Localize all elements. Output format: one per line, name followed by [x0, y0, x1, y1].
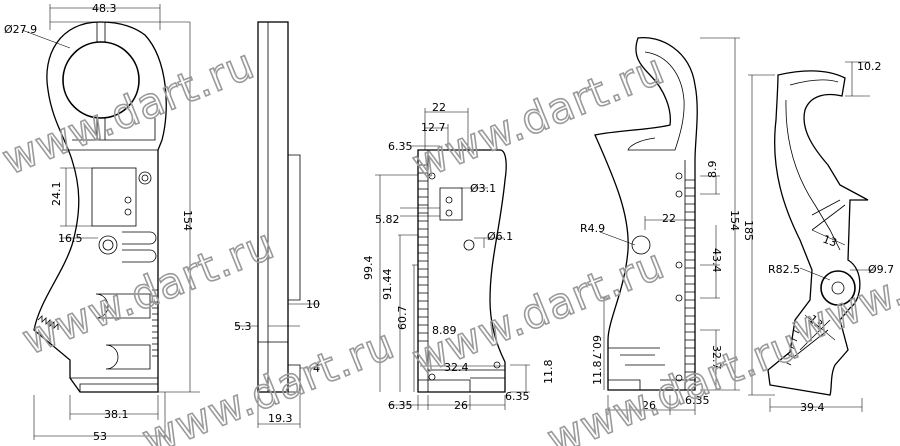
grip-hole-3 — [445, 209, 453, 217]
long-slot-2 — [122, 249, 157, 263]
view-grip-plate: 22 12.7 6.35 Ø3.1 5.82 Ø6.1 99.4 91.44 6… — [362, 101, 555, 412]
view-front-clamp: 48.3 Ø27.9 154 24.1 16.5 38.1 53 — [4, 2, 200, 443]
dim-lines-view2 — [235, 303, 320, 428]
clamp-slot-top — [96, 22, 106, 42]
dim-11-8-left: 11.8 — [591, 361, 604, 386]
dim-16-5: 16.5 — [58, 232, 83, 245]
clamp-slot-bottom — [96, 118, 106, 140]
dim-13-upper: 13 — [821, 233, 839, 250]
dim-60-7-left: 60.7 — [396, 306, 409, 331]
dim-39-4: 39.4 — [800, 401, 825, 414]
grip-hole-big — [463, 239, 475, 251]
dim-12-7: 12.7 — [421, 121, 446, 134]
dim-53: 53 — [93, 430, 107, 443]
dim-60-7-right: 60.7 — [590, 335, 603, 360]
serration — [37, 315, 59, 330]
grip-hole-4 — [493, 361, 501, 369]
lever-inner-curve — [785, 79, 841, 251]
dim-10: 10 — [306, 298, 320, 311]
hook-hole-5 — [675, 374, 683, 382]
lever-teeth — [784, 329, 800, 366]
hook-hole-3 — [675, 261, 683, 269]
dim-32-4: 32.4 — [444, 361, 469, 374]
view-lever-arm: 10.2 185 13 R82.5 Ø9.7 13 39.4 — [742, 60, 894, 414]
dim-lines-view1 — [21, 4, 200, 440]
dim-lines-view4 — [599, 37, 740, 415]
dim-d3-1: Ø3.1 — [470, 182, 496, 195]
hook-hole-1 — [675, 172, 683, 180]
dim-6-35-br: 6.35 — [505, 390, 530, 403]
dim-10-2: 10.2 — [857, 60, 882, 73]
dim-lines-view3 — [375, 108, 530, 410]
dim-38-1: 38.1 — [104, 408, 129, 421]
dim-48-3: 48.3 — [92, 2, 117, 15]
view-side-profile: 10 5.3 4 19.3 — [234, 21, 320, 428]
dim-d27-9: Ø27.9 — [4, 23, 37, 36]
dim-185: 185 — [742, 220, 755, 241]
dim-5-82: 5.82 — [375, 213, 400, 226]
dim-26-v3: 26 — [454, 399, 468, 412]
dim-r4-9: R4.9 — [580, 222, 605, 235]
hole-a — [124, 196, 132, 204]
hook-inner-arc — [627, 51, 685, 151]
dim-r82-5: R82.5 — [768, 263, 800, 276]
base-step — [70, 377, 158, 392]
dim-26-v4: 26 — [642, 399, 656, 412]
dim-8-9: 8.9 — [706, 161, 719, 179]
dim-22-v4: 22 — [662, 212, 676, 225]
hole-b — [124, 208, 132, 216]
grip-base-step — [418, 369, 506, 392]
dim-99-4: 99.4 — [362, 256, 375, 281]
dim-lines-view5 — [748, 61, 875, 412]
pin-mid — [98, 235, 118, 255]
grip-hole-2 — [445, 196, 453, 204]
lever-pivot-inner — [831, 281, 845, 295]
grip-rail-left — [418, 150, 429, 392]
hook-hole-4 — [675, 294, 683, 302]
long-slot-4 — [105, 344, 151, 370]
dim-8-89: 8.89 — [432, 324, 457, 337]
dim-43-4: 43.4 — [710, 248, 723, 273]
dim-24-1: 24.1 — [50, 182, 63, 207]
hook-hole-2 — [675, 190, 683, 198]
grip-hole-1 — [428, 172, 436, 180]
hook-base — [608, 347, 695, 390]
side-step — [267, 22, 301, 392]
lever-pivot — [820, 270, 856, 306]
dim-22-top: 22 — [432, 101, 446, 114]
side-plate — [257, 21, 289, 393]
dim-5-3: 5.3 — [234, 320, 252, 333]
pin-mid-inner — [102, 239, 114, 251]
dim-154-right: 154 — [728, 210, 741, 231]
hook-pivot — [631, 235, 651, 255]
hook-body-outline — [594, 36, 698, 391]
view-hook-body: R4.9 22 8.9 154 43.4 60.7 32.7 11.8 26 6… — [580, 36, 741, 415]
dim-6-35-top: 6.35 — [388, 140, 413, 153]
clamp-body-outline — [33, 21, 167, 393]
rack-teeth — [152, 289, 158, 357]
dim-6-35-bl: 6.35 — [388, 399, 413, 412]
lever-arm-lines — [789, 199, 846, 361]
dim-19-3: 19.3 — [268, 412, 293, 425]
long-slot-3 — [95, 293, 151, 319]
dim-d6-1: Ø6.1 — [487, 230, 513, 243]
grip-inner — [439, 187, 463, 221]
side-base — [258, 341, 301, 393]
long-slot-1 — [122, 231, 157, 245]
dim-154-left: 154 — [181, 210, 194, 231]
clamp-bore — [62, 41, 140, 119]
pin-top-inner — [141, 174, 149, 182]
dim-6-35-v4: 6.35 — [685, 394, 710, 407]
clamp-inner-rim — [62, 118, 158, 151]
dim-91-44: 91.44 — [381, 269, 394, 301]
dim-d9-7: Ø9.7 — [868, 263, 894, 276]
slot-window — [91, 167, 137, 227]
dim-32-7: 32.7 — [710, 345, 723, 370]
dim-4: 4 — [313, 362, 320, 375]
pin-top — [138, 171, 152, 185]
dim-11-8-right: 11.8 — [542, 360, 555, 385]
